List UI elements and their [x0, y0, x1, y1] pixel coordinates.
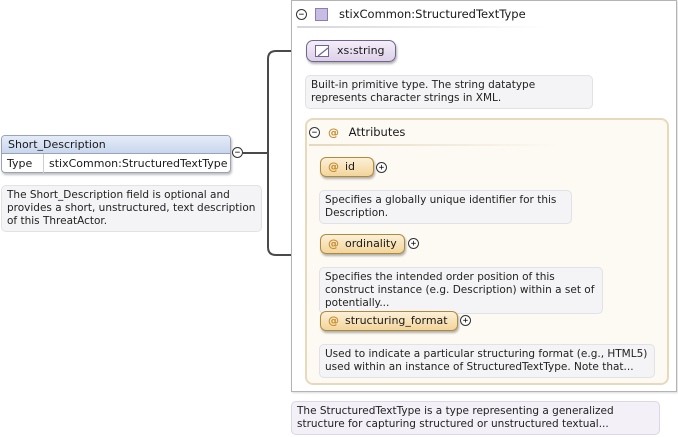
plus-circle-icon[interactable]: + [460, 315, 471, 326]
base-type-name: xs:string [337, 44, 385, 57]
type-value: stixCommon:StructuredTextType [49, 157, 228, 170]
at-sign-icon: @ [328, 126, 339, 139]
plus-circle-icon[interactable]: + [408, 238, 419, 249]
attribute-id[interactable]: @ id [320, 157, 374, 177]
attributes-label: Attributes [348, 125, 406, 139]
attribute-ordinality[interactable]: @ ordinality [320, 234, 405, 254]
attribute-name: id [345, 160, 356, 173]
complex-type-title: stixCommon:StructuredTextType [339, 7, 526, 21]
simple-type-icon [315, 45, 329, 57]
attribute-structuring-format-documentation: Used to indicate a particular structurin… [319, 344, 655, 378]
plus-circle-icon[interactable]: + [376, 162, 387, 173]
at-sign-icon: @ [328, 314, 339, 327]
base-type-documentation: Built-in primitive type. The string data… [305, 75, 593, 109]
at-sign-icon: @ [328, 160, 339, 173]
minus-circle-icon[interactable]: − [309, 127, 320, 138]
at-sign-icon: @ [328, 237, 339, 250]
attribute-structuring-format[interactable]: @ structuring_format [320, 311, 458, 331]
attribute-ordinality-documentation: Specifies the intended order position of… [319, 267, 603, 314]
element-type-row: Type stixCommon:StructuredTextType [2, 154, 230, 173]
minus-circle-icon[interactable]: − [296, 9, 307, 20]
minus-circle-icon[interactable]: − [232, 147, 243, 158]
element-name: Short_Description [2, 136, 230, 154]
type-label: Type [2, 154, 44, 173]
attribute-name: ordinality [345, 237, 397, 250]
attributes-divider [309, 144, 559, 146]
element-short-description[interactable]: Short_Description Type stixCommon:Struct… [1, 135, 231, 173]
title-divider [297, 26, 547, 28]
attributes-title: @ Attributes [328, 124, 405, 140]
base-type-box[interactable]: xs:string [306, 40, 396, 62]
attribute-name: structuring_format [345, 314, 448, 327]
attribute-id-documentation: Specifies a globally unique identifier f… [319, 190, 572, 224]
complex-type-documentation: The StructuredTextType is a type represe… [291, 401, 660, 435]
complex-type-icon [315, 8, 328, 21]
element-documentation: The Short_Description field is optional … [1, 185, 262, 232]
